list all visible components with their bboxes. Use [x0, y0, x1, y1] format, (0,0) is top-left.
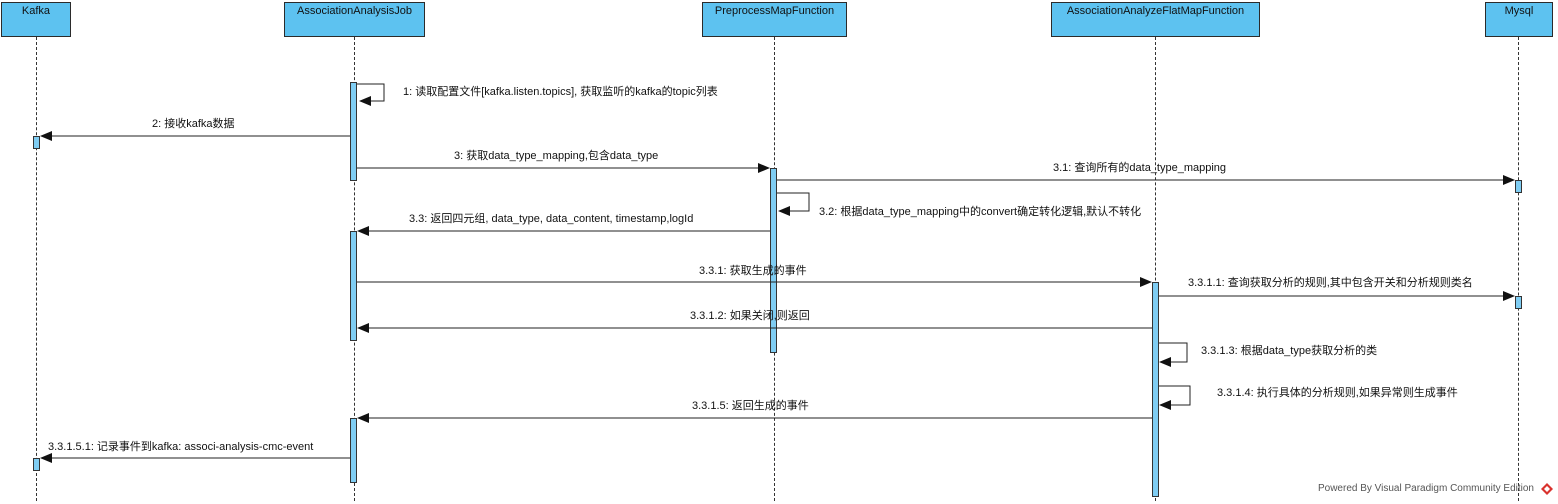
activation-mysql-2	[1515, 296, 1522, 309]
message-label-m331: 3.3.1: 获取生成的事件	[699, 265, 807, 277]
message-label-m3314: 3.3.1.4: 执行具体的分析规则,如果异常则生成事件	[1217, 387, 1458, 399]
powered-by-text: Powered By Visual Paradigm Community Edi…	[1317, 483, 1534, 494]
participant-label: AssociationAnalysisJob	[297, 5, 412, 17]
activation-kafka-1	[33, 136, 40, 149]
participant-mysql[interactable]: Mysql	[1485, 2, 1553, 37]
activation-pre-1	[770, 168, 777, 353]
message-label-m3313: 3.3.1.3: 根据data_type获取分析的类	[1201, 345, 1378, 357]
participant-label: AssociationAnalyzeFlatMapFunction	[1066, 5, 1245, 17]
activation-mysql-1	[1515, 180, 1522, 193]
message-label-m1: 1: 读取配置文件[kafka.listen.topics], 获取监听的kaf…	[403, 86, 718, 98]
lifeline-mysql	[1518, 37, 1519, 501]
visual-paradigm-logo-icon	[1541, 483, 1553, 495]
participant-association-analyze-flatmap-function[interactable]: AssociationAnalyzeFlatMapFunction	[1051, 2, 1260, 37]
activation-job-1	[350, 82, 357, 181]
lifeline-association-analyze-flatmap-function	[1155, 37, 1156, 501]
lifeline-kafka	[36, 37, 37, 501]
activation-job-2	[350, 231, 357, 341]
activation-kafka-2	[33, 458, 40, 471]
participant-label: Mysql	[1504, 5, 1534, 17]
message-label-m33: 3.3: 返回四元组, data_type, data_content, tim…	[409, 213, 694, 225]
message-label-m32: 3.2: 根据data_type_mapping中的convert确定转化逻辑,…	[819, 206, 1142, 218]
participant-label: PreprocessMapFunction	[714, 5, 835, 17]
message-label-m3312: 3.3.1.2: 如果关闭,则返回	[690, 310, 810, 322]
message-label-m3315: 3.3.1.5: 返回生成的事件	[692, 400, 809, 412]
arrow-m32	[777, 192, 810, 216]
message-label-m31: 3.1: 查询所有的data_type_mapping	[1053, 162, 1227, 174]
participant-kafka[interactable]: Kafka	[1, 2, 71, 37]
message-label-m2: 2: 接收kafka数据	[152, 118, 235, 130]
participant-association-analysis-job[interactable]: AssociationAnalysisJob	[284, 2, 425, 37]
arrow-m1	[357, 83, 385, 106]
message-label-m3: 3: 获取data_type_mapping,包含data_type	[454, 150, 659, 162]
participant-preprocess-map-function[interactable]: PreprocessMapFunction	[702, 2, 847, 37]
activation-flat-1	[1152, 282, 1159, 497]
message-label-m33151: 3.3.1.5.1: 记录事件到kafka: associ-analysis-c…	[48, 441, 314, 453]
activation-job-3	[350, 418, 357, 483]
message-label-m3311: 3.3.1.1: 查询获取分析的规则,其中包含开关和分析规则类名	[1188, 277, 1473, 289]
arrow-m3313	[1159, 342, 1188, 367]
participant-label: Kafka	[21, 5, 51, 17]
arrow-m3314	[1159, 385, 1191, 410]
